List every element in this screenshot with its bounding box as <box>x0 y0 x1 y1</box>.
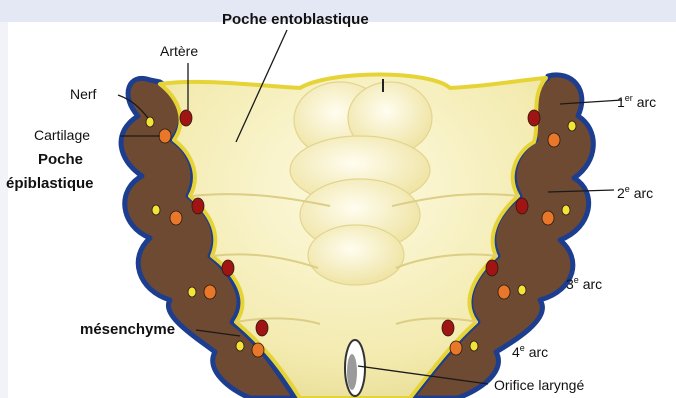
label-arc-4: 4e arc <box>512 344 548 359</box>
label-arc-1: 1er arc <box>617 94 656 109</box>
label-nerf: Nerf <box>70 87 96 101</box>
label-cartilage: Cartilage <box>34 128 90 142</box>
label-artere: Artère <box>160 44 198 58</box>
label-poche-epiblastique-line2: épiblastique <box>6 176 94 191</box>
label-arc-2: 2e arc <box>617 185 653 200</box>
left-edge-band <box>0 22 8 398</box>
label-orifice-larynge: Orifice laryngé <box>494 378 584 392</box>
label-arc-3: 3e arc <box>566 276 602 291</box>
label-poche-entoblastique: Poche entoblastique <box>222 12 369 27</box>
label-poche-epiblastique-line1: Poche <box>38 152 83 167</box>
label-mesenchyme: mésenchyme <box>80 322 175 337</box>
